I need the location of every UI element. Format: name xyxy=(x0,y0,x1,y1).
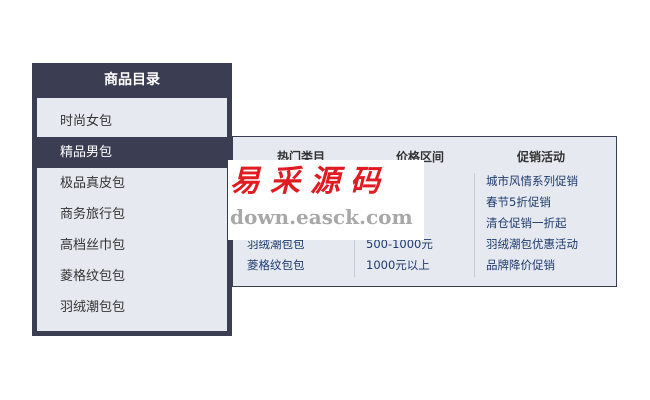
watermark-logo: 易采源码 down.easck.com xyxy=(228,160,424,240)
column-price-range: 价格区间 500-1000元 1000元以上 xyxy=(366,147,486,276)
link[interactable]: 1000元以上 xyxy=(366,258,430,272)
link[interactable]: 羽绒潮包包 xyxy=(247,237,305,251)
link[interactable]: 品牌降价促销 xyxy=(486,258,555,272)
link[interactable]: 500-1000元 xyxy=(366,237,433,251)
watermark-url: down.easck.com xyxy=(230,205,413,229)
link[interactable]: 清仓促销一折起 xyxy=(486,216,567,230)
menu-item-leather-bags[interactable]: 极品真皮包 xyxy=(60,176,126,191)
column-title: 促销活动 xyxy=(517,150,566,164)
category-menu: 商品目录 时尚女包 精品男包 极品真皮包 商务旅行包 高档丝巾包 菱格纹包包 羽… xyxy=(32,63,232,336)
menu-item-women-bags[interactable]: 时尚女包 xyxy=(60,114,113,129)
menu-item-down-bags[interactable]: 羽绒潮包包 xyxy=(60,300,126,315)
menu-title: 商品目录 xyxy=(104,72,160,88)
link[interactable]: 羽绒潮包优惠活动 xyxy=(486,237,578,251)
link[interactable]: 春节5折促销 xyxy=(486,195,551,209)
submenu-panel: 热门类目 羽绒潮包包 菱格纹包包 价格区间 500-1000元 1000元以上 … xyxy=(232,136,617,287)
menu-item-scarf-bags[interactable]: 高档丝巾包 xyxy=(60,238,126,253)
watermark-text: 易采源码 xyxy=(230,164,390,199)
column-promotions: 促销活动 城市风情系列促销 春节5折促销 清仓促销一折起 羽绒潮包优惠活动 品牌… xyxy=(486,147,616,276)
link[interactable]: 菱格纹包包 xyxy=(247,258,305,272)
menu-item-travel-bags[interactable]: 商务旅行包 xyxy=(60,207,126,222)
menu-item-quilted-bags[interactable]: 菱格纹包包 xyxy=(60,269,126,284)
menu-item-men-bags[interactable]: 精品男包 xyxy=(32,137,232,168)
link[interactable]: 城市风情系列促销 xyxy=(486,174,578,188)
menu-list: 时尚女包 精品男包 极品真皮包 商务旅行包 高档丝巾包 菱格纹包包 羽绒潮包包 xyxy=(32,98,232,331)
column-divider xyxy=(474,173,475,277)
